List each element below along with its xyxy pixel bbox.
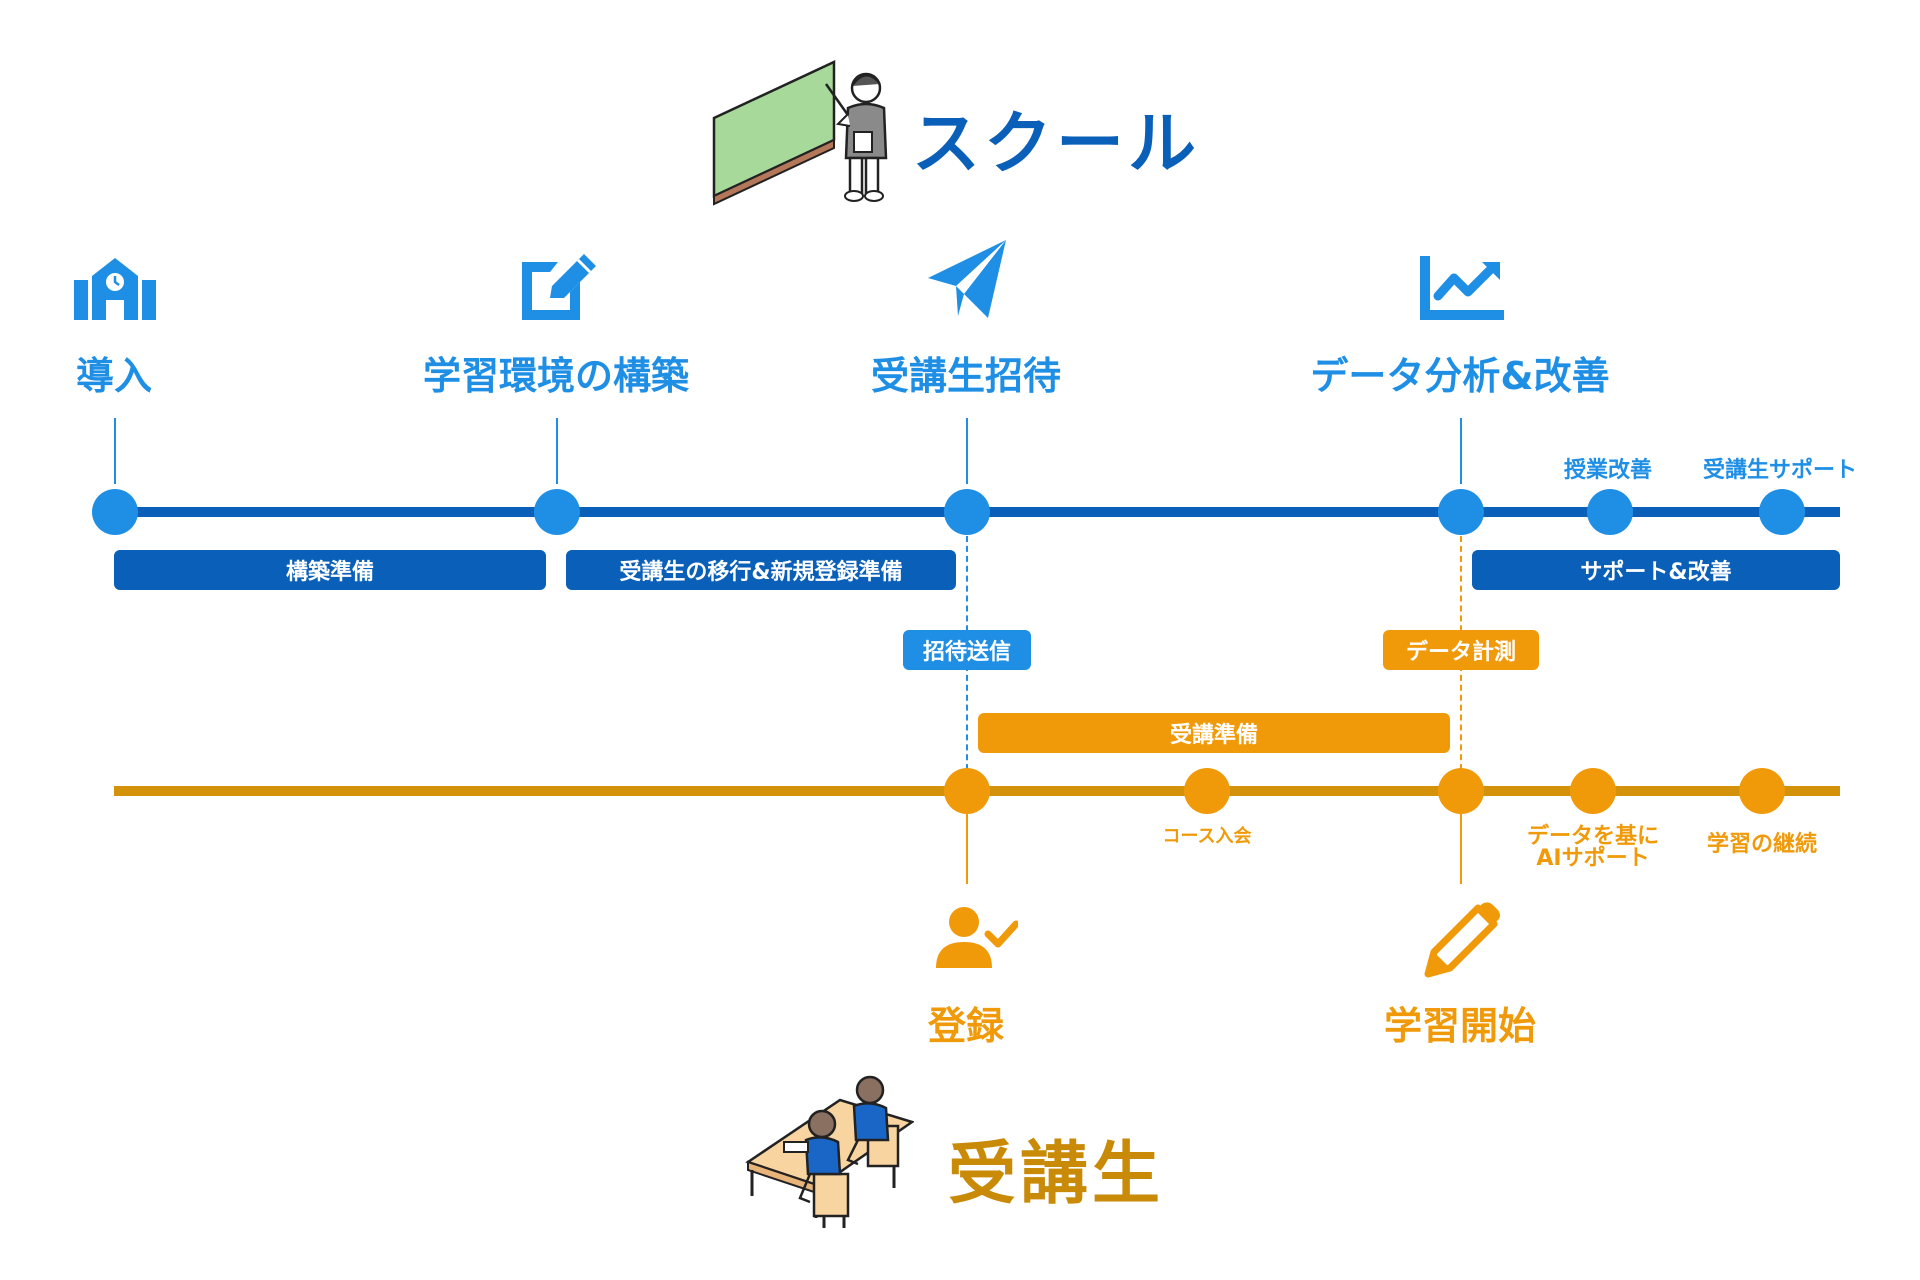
connector-line (556, 418, 558, 484)
school-building-icon (74, 254, 156, 320)
milestone-invite: 受講生招待 (870, 354, 1062, 398)
milestone-introduction: 導入 (75, 354, 153, 398)
timeline-dot (1184, 768, 1230, 814)
timeline-dot (944, 768, 990, 814)
phase-build-prep: 構築準備 (114, 550, 546, 590)
timeline-dot (1570, 768, 1616, 814)
timeline-dot (1587, 489, 1633, 535)
timeline-dot (1759, 489, 1805, 535)
milestone-start-learning: 学習開始 (1383, 1004, 1537, 1048)
label-ai-support: データを基に AIサポート (1526, 824, 1660, 871)
connector-line (114, 418, 116, 484)
connector-line (1460, 418, 1462, 484)
timeline-dot (534, 489, 580, 535)
phase-support-improve: サポート&改善 (1472, 550, 1840, 590)
label-lesson-improvement: 授業改善 (1563, 458, 1653, 483)
timeline-dot (1438, 768, 1484, 814)
milestone-environment: 学習環境の構築 (422, 354, 690, 398)
label-course-join: コース入会 (1162, 826, 1252, 847)
teacher-illustration (708, 58, 908, 208)
label-student-support: 受講生サポート (1702, 458, 1858, 483)
connector-line (966, 814, 968, 884)
event-data-measure: データ計測 (1383, 630, 1539, 670)
timeline-dot (1438, 489, 1484, 535)
students-illustration (744, 1070, 914, 1230)
milestone-analysis: データ分析&改善 (1310, 354, 1610, 398)
pencil-icon (1422, 900, 1502, 980)
milestone-register: 登録 (927, 1004, 1005, 1048)
timeline-dot (92, 489, 138, 535)
chart-line-icon (1420, 256, 1504, 320)
timeline-dot (1739, 768, 1785, 814)
event-invite-sent: 招待送信 (903, 630, 1031, 670)
paper-plane-icon (926, 238, 1010, 322)
school-title: スクール (912, 105, 1201, 184)
timeline-dot (944, 489, 990, 535)
connector-line (966, 418, 968, 484)
label-continue-learning: 学習の継続 (1706, 832, 1818, 857)
phase-migration-prep: 受講生の移行&新規登録準備 (566, 550, 956, 590)
student-title: 受講生 (948, 1135, 1165, 1214)
phase-course-prep: 受講準備 (978, 713, 1450, 753)
edit-icon (514, 248, 600, 320)
user-check-icon (936, 906, 1018, 968)
connector-line (1460, 814, 1462, 884)
